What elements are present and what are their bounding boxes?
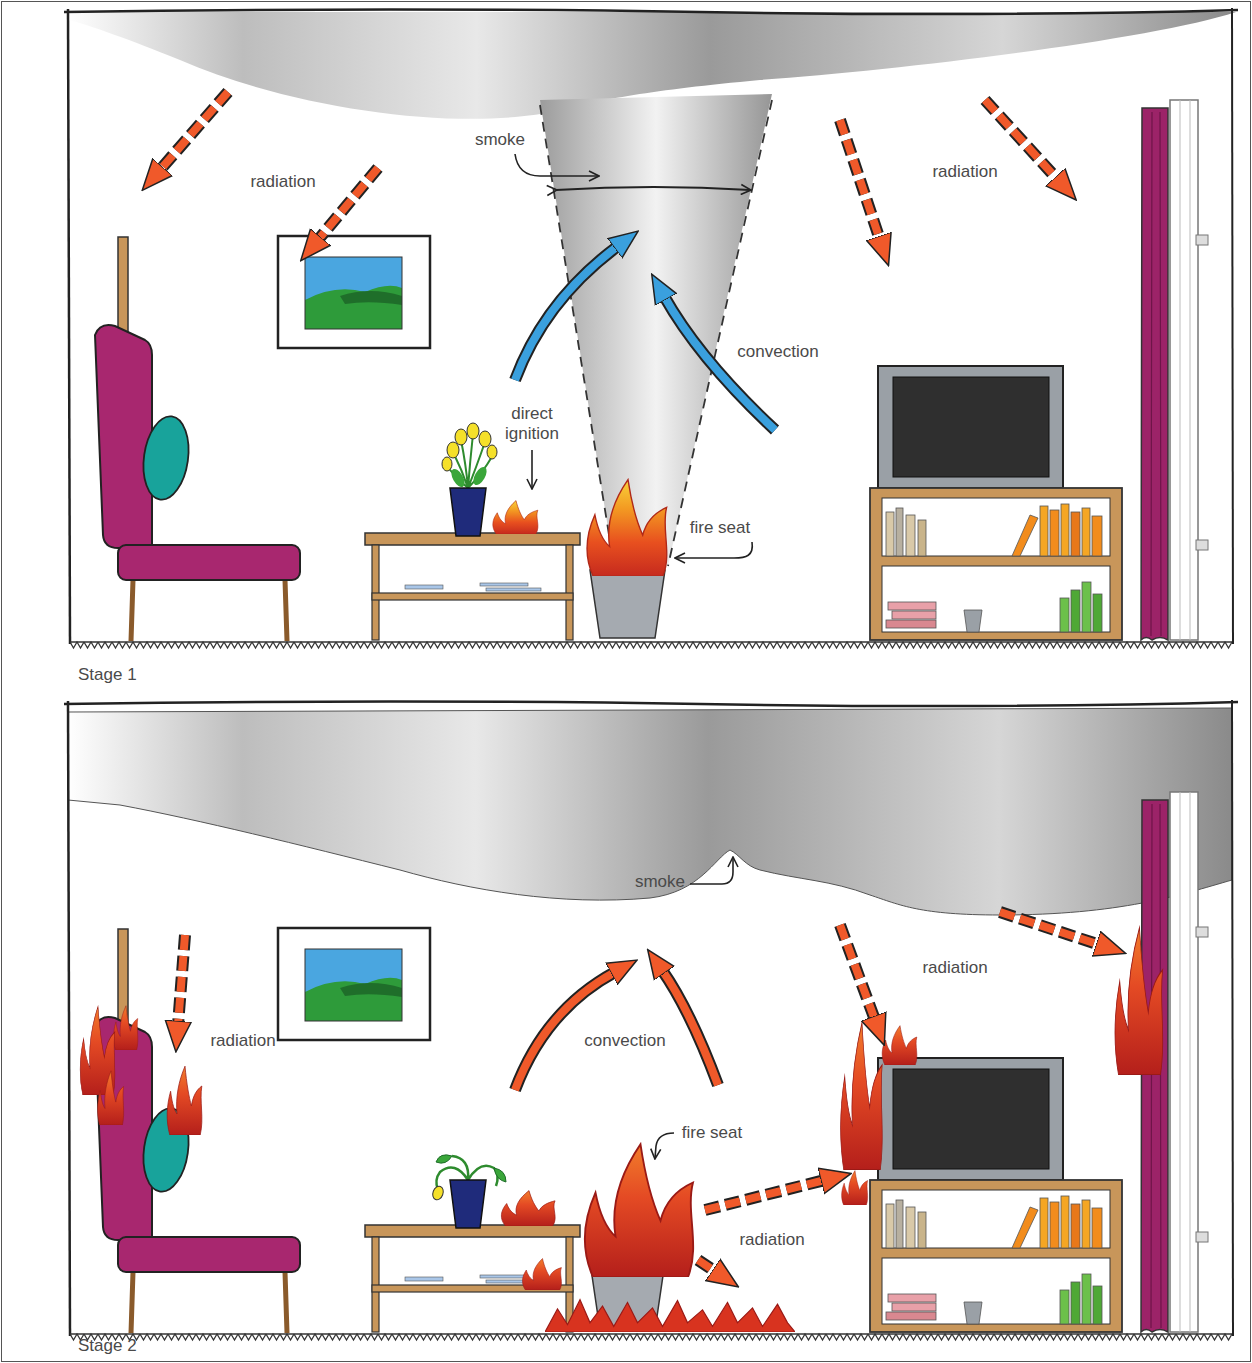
plant bbox=[449, 467, 468, 489]
flames bbox=[842, 1171, 868, 1205]
radiation-arrow bbox=[840, 925, 875, 1020]
ignition-label: direct ignition bbox=[496, 404, 568, 445]
flames bbox=[167, 1066, 202, 1135]
smoke-width-bracket bbox=[556, 187, 750, 190]
smoke-layer bbox=[540, 94, 772, 566]
flames bbox=[501, 1191, 555, 1226]
fire-seat-label: fire seat bbox=[682, 1123, 742, 1143]
stage-label: Stage 2 bbox=[78, 1336, 137, 1356]
plant bbox=[442, 423, 497, 536]
radiation-arrow bbox=[160, 92, 228, 170]
fire-seat-flame bbox=[587, 480, 667, 576]
leader-line bbox=[676, 542, 752, 558]
flames bbox=[882, 1026, 917, 1065]
radiation-arrow bbox=[705, 1180, 825, 1210]
radiation-arrow bbox=[840, 120, 880, 240]
radiation-label: radiation bbox=[932, 162, 997, 182]
convection-arrow bbox=[664, 296, 775, 430]
convection-arrow bbox=[662, 970, 718, 1085]
room bbox=[64, 8, 1238, 650]
flames bbox=[114, 1006, 138, 1050]
radiation-arrow bbox=[698, 1260, 716, 1272]
leader-line bbox=[515, 154, 598, 176]
wilted-plant bbox=[450, 1180, 486, 1228]
plant bbox=[479, 431, 491, 447]
convection-label: convection bbox=[584, 1031, 665, 1051]
radiation-arrow bbox=[178, 912, 1100, 1272]
stage-label: Stage 1 bbox=[78, 665, 137, 685]
plant bbox=[467, 423, 479, 439]
radiation-arrow bbox=[160, 92, 228, 170]
smoke-label: smoke bbox=[475, 130, 525, 150]
flames bbox=[80, 928, 1163, 1333]
wilted-plant bbox=[436, 1155, 452, 1163]
radiation-arrow bbox=[318, 168, 378, 240]
radiation-arrow bbox=[178, 935, 185, 1025]
room bbox=[64, 700, 1238, 1342]
plant bbox=[447, 442, 459, 458]
smoke-layer bbox=[540, 100, 772, 566]
plant bbox=[455, 429, 467, 445]
radiation-arrow bbox=[318, 168, 378, 240]
fire-seat-label: fire seat bbox=[690, 518, 750, 538]
convection-arrow bbox=[515, 970, 718, 1090]
radiation-arrow bbox=[698, 1260, 716, 1272]
radiation-arrow bbox=[1000, 912, 1100, 945]
plant bbox=[471, 465, 490, 487]
flames bbox=[545, 1300, 795, 1332]
stage-2 bbox=[64, 700, 1238, 1342]
convection-arrow bbox=[515, 246, 618, 380]
convection-arrow bbox=[664, 296, 775, 430]
radiation-arrow bbox=[840, 120, 880, 240]
plant bbox=[442, 457, 452, 471]
radiation-label: radiation bbox=[210, 1031, 275, 1051]
radiation-arrow bbox=[1000, 912, 1100, 945]
flames bbox=[98, 1071, 124, 1125]
radiation-label: radiation bbox=[739, 1230, 804, 1250]
wilted-plant bbox=[431, 1185, 445, 1202]
table-fire bbox=[493, 501, 538, 534]
radiation-arrow bbox=[160, 92, 1058, 240]
smoke-layer bbox=[68, 708, 1232, 915]
flames bbox=[522, 1259, 561, 1290]
radiation-arrow bbox=[840, 925, 875, 1020]
radiation-arrow bbox=[178, 935, 185, 1025]
plant bbox=[487, 445, 497, 459]
convection-arrow bbox=[515, 246, 775, 430]
leader-line bbox=[655, 1133, 674, 1158]
convection-arrow bbox=[515, 246, 618, 380]
radiation-label: radiation bbox=[922, 958, 987, 978]
flames bbox=[1115, 928, 1163, 1076]
radiation-label: radiation bbox=[250, 172, 315, 192]
leader-line bbox=[531, 450, 533, 488]
smoke-label: smoke bbox=[635, 872, 685, 892]
smoke-width-bracket bbox=[556, 187, 750, 190]
stage-1 bbox=[64, 8, 1238, 650]
radiation-arrow bbox=[705, 1180, 825, 1210]
plant bbox=[450, 488, 486, 536]
wilted-plant bbox=[494, 1168, 506, 1182]
convection-label: convection bbox=[737, 342, 818, 362]
convection-arrow bbox=[662, 970, 718, 1085]
wilted-plant bbox=[431, 1155, 506, 1228]
flames bbox=[841, 1023, 883, 1171]
leader-line bbox=[690, 858, 733, 884]
flames bbox=[585, 1144, 693, 1277]
